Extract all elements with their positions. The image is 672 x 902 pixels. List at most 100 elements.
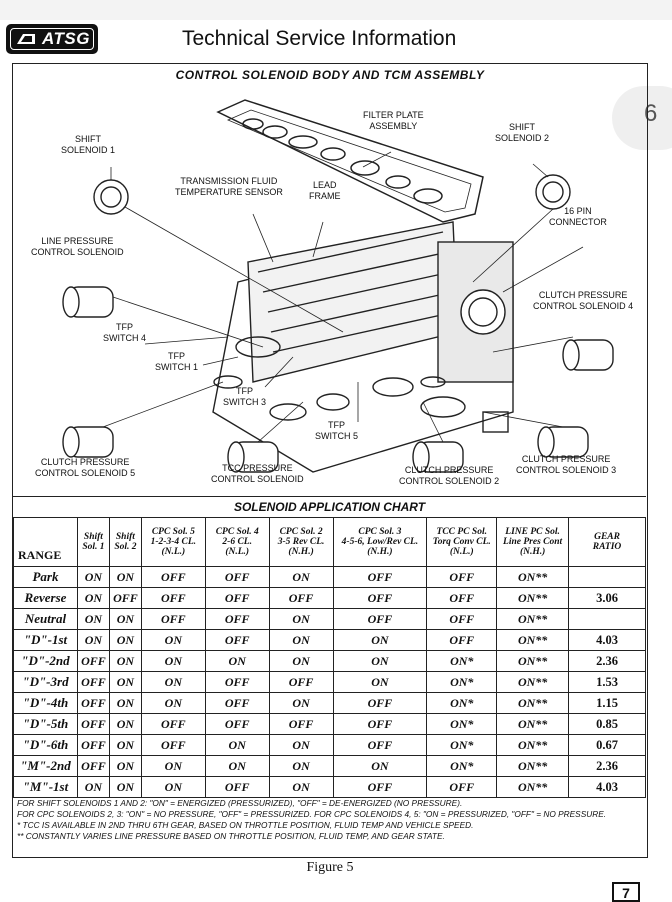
solenoid-state-cell: OFF xyxy=(204,776,270,798)
page-title: Technical Service Information xyxy=(182,27,457,50)
label-tfp-switch-1: TFP SWITCH 1 xyxy=(155,351,199,372)
label-tfp-switch-4: TFP SWITCH 4 xyxy=(103,322,147,343)
label-shift-solenoid-2: SHIFT SOLENOID 2 xyxy=(495,122,550,143)
solenoid-state-cell: OFF xyxy=(140,713,206,735)
solenoid-state-cell: ON xyxy=(76,566,110,588)
range-cell: "M"-1st xyxy=(13,776,78,798)
gear-ratio-cell: 0.85 xyxy=(568,713,646,735)
range-cell: "D"-4th xyxy=(13,692,78,714)
solenoid-state-cell: ON xyxy=(108,776,142,798)
solenoid-state-cell: ON* xyxy=(426,671,498,693)
solenoid-state-cell: ON xyxy=(108,713,142,735)
solenoid-state-cell: ON xyxy=(76,587,110,609)
solenoid-state-cell: OFF xyxy=(204,629,270,651)
solenoid-state-cell: OFF xyxy=(204,587,270,609)
tcc-solenoid-drawing xyxy=(227,441,279,473)
solenoid-state-cell: OFF xyxy=(332,734,428,756)
solenoid-state-cell: ON** xyxy=(496,734,570,756)
solenoid-state-cell: OFF xyxy=(108,587,142,609)
solenoid-state-cell: ON xyxy=(268,755,334,777)
solenoid-state-cell: ON** xyxy=(496,587,570,609)
header-range: RANGE xyxy=(13,517,78,567)
header-cpc-sol-4: CPC Sol. 4 2-6 CL. (N.L.) xyxy=(204,517,270,567)
header-cpc-sol-3: CPC Sol. 3 4-5-6, Low/Rev CL. (N.H.) xyxy=(332,517,428,567)
solenoid-state-cell: ON** xyxy=(496,608,570,630)
solenoid-state-cell: OFF xyxy=(140,734,206,756)
solenoid-state-cell: ON xyxy=(76,776,110,798)
solenoid-state-cell: OFF xyxy=(76,713,110,735)
gear-ratio-cell: 2.36 xyxy=(568,755,646,777)
header-line-pc-sol: LINE PC Sol. Line Pres Cont (N.H.) xyxy=(496,517,570,567)
gear-ratio-cell: 1.53 xyxy=(568,671,646,693)
range-cell: "D"-2nd xyxy=(13,650,78,672)
chart-notes: FOR SHIFT SOLENOIDS 1 AND 2: "ON" = ENER… xyxy=(17,798,642,842)
gear-ratio-cell: 3.06 xyxy=(568,587,646,609)
solenoid-state-cell: OFF xyxy=(76,734,110,756)
filter-plate-drawing xyxy=(216,99,484,223)
solenoid-drawings xyxy=(62,174,614,473)
solenoid-body-illustration xyxy=(62,99,614,473)
solenoid-state-cell: ON xyxy=(332,650,428,672)
solenoid-state-cell: ON xyxy=(268,566,334,588)
solenoid-state-cell: ON* xyxy=(426,713,498,735)
solenoid-state-cell: OFF xyxy=(76,692,110,714)
solenoid-state-cell: OFF xyxy=(204,692,270,714)
solenoid-state-cell: ON** xyxy=(496,692,570,714)
solenoid-state-cell: OFF xyxy=(332,713,428,735)
label-lead-frame: LEAD FRAME xyxy=(309,180,341,201)
solenoid-state-cell: ON** xyxy=(496,566,570,588)
solenoid-state-cell: ON xyxy=(108,734,142,756)
label-tfp-switch-3: TFP SWITCH 3 xyxy=(223,386,267,407)
solenoid-state-cell: ON xyxy=(332,629,428,651)
solenoid-state-cell: ON xyxy=(268,629,334,651)
solenoid-state-cell: ON xyxy=(108,671,142,693)
gear-ratio-cell: 1.15 xyxy=(568,692,646,714)
solenoid-state-cell: ON xyxy=(268,734,334,756)
header-gear-ratio: GEAR RATIO xyxy=(568,517,646,567)
figure-caption: Figure 5 xyxy=(306,860,354,875)
clutch-solenoid-2-drawing xyxy=(412,441,464,473)
solenoid-state-cell: OFF xyxy=(426,566,498,588)
solenoid-state-cell: OFF xyxy=(140,566,206,588)
header-cpc-sol-5: CPC Sol. 5 1-2-3-4 CL. (N.L.) xyxy=(140,517,206,567)
solenoid-state-cell: ON xyxy=(108,755,142,777)
line-pressure-solenoid-drawing xyxy=(62,286,114,318)
solenoid-state-cell: ON* xyxy=(426,734,498,756)
label-clutch-solenoid-3: CLUTCH PRESSURE CONTROL SOLENOID 3 xyxy=(516,454,617,475)
solenoid-state-cell: ON xyxy=(204,755,270,777)
solenoid-state-cell: ON xyxy=(76,629,110,651)
solenoid-state-cell: ON xyxy=(204,734,270,756)
solenoid-state-cell: OFF xyxy=(332,608,428,630)
label-clutch-solenoid-2: CLUTCH PRESSURE CONTROL SOLENOID 2 xyxy=(399,465,500,486)
solenoid-application-table: RANGE Shift Sol. 1 Shift Sol. 2 CPC Sol.… xyxy=(13,517,646,798)
solenoid-state-cell: OFF xyxy=(76,755,110,777)
solenoid-state-cell: ON xyxy=(140,671,206,693)
solenoid-state-cell: OFF xyxy=(426,776,498,798)
footer-page-number: 7 xyxy=(612,882,640,902)
gear-ratio-cell xyxy=(568,608,646,630)
solenoid-state-cell: ON xyxy=(268,776,334,798)
solenoid-state-cell: ON* xyxy=(426,755,498,777)
side-page-indicator[interactable]: 6 xyxy=(612,86,672,150)
figure-title: CONTROL SOLENOID BODY AND TCM ASSEMBLY xyxy=(175,68,485,82)
header-cpc-sol-2: CPC Sol. 2 3-5 Rev CL. (N.H.) xyxy=(268,517,334,567)
note-line: ** CONSTANTLY VARIES LINE PRESSURE BASED… xyxy=(17,831,445,841)
label-shift-solenoid-1: SHIFT SOLENOID 1 xyxy=(61,134,116,155)
clutch-solenoid-4-drawing xyxy=(562,339,614,371)
label-line-pressure-solenoid: LINE PRESSURE CONTROL SOLENOID xyxy=(31,236,124,257)
range-cell: "D"-5th xyxy=(13,713,78,735)
solenoid-state-cell: ON xyxy=(268,650,334,672)
label-filter-plate: FILTER PLATE ASSEMBLY xyxy=(363,110,424,131)
note-line: FOR SHIFT SOLENOIDS 1 AND 2: "ON" = ENER… xyxy=(17,798,463,808)
solenoid-state-cell: ON xyxy=(108,650,142,672)
gear-ratio-cell: 4.03 xyxy=(568,776,646,798)
clutch-solenoid-5-drawing xyxy=(62,426,114,458)
solenoid-state-cell: ON xyxy=(108,566,142,588)
